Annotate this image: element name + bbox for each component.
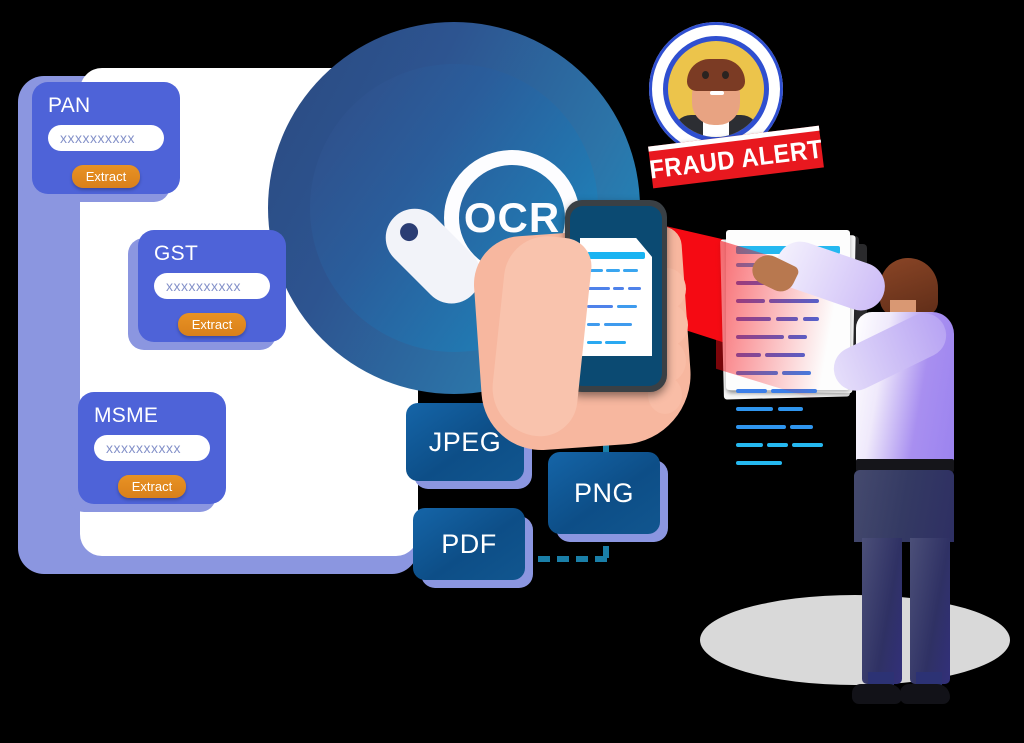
connector-dashed-right-bottom (603, 528, 609, 558)
person-trousers (854, 470, 954, 542)
person-shoe (900, 684, 950, 704)
card-action-row: Extract (48, 165, 164, 188)
msme-input[interactable]: xxxxxxxxxx (94, 435, 210, 461)
avatar-eye (702, 71, 709, 79)
card-label-gst: GST (154, 242, 199, 265)
card-body: MSME xxxxxxxxxx Extract (78, 392, 226, 504)
file-format-badge-pdf[interactable]: PDF (413, 508, 533, 588)
floor-shadow (700, 595, 1010, 685)
person-leg (862, 538, 902, 684)
extract-button-msme[interactable]: Extract (117, 475, 187, 498)
document-card-gst[interactable]: GST xxxxxxxxxx Extract (128, 230, 286, 350)
avatar-hair (687, 59, 745, 91)
pan-input[interactable]: xxxxxxxxxx (48, 125, 164, 151)
extract-button-pan[interactable]: Extract (71, 165, 141, 188)
file-format-badge-png[interactable]: PNG (548, 452, 668, 542)
ocr-label: OCR (463, 194, 561, 241)
avatar-eye (722, 71, 729, 79)
card-action-row: Extract (94, 475, 210, 498)
card-label-msme: MSME (94, 404, 159, 427)
document-text-lines (587, 252, 645, 356)
card-body: PAN xxxxxxxxxx Extract (32, 82, 180, 194)
badge-label-png: PNG (548, 452, 660, 534)
gst-input[interactable]: xxxxxxxxxx (154, 273, 270, 299)
document-card-pan[interactable]: PAN xxxxxxxxxx Extract (22, 82, 180, 202)
card-label-pan: PAN (48, 94, 91, 117)
card-action-row: Extract (154, 313, 270, 336)
person-leg (910, 538, 950, 684)
person-belt (856, 459, 954, 472)
connector-dashed-bottom (519, 556, 607, 562)
scanned-document-preview (580, 238, 652, 356)
badge-label-pdf: PDF (413, 508, 525, 580)
extract-button-gst[interactable]: Extract (177, 313, 247, 336)
document-card-msme[interactable]: MSME xxxxxxxxxx Extract (68, 392, 226, 512)
person-shoe (852, 684, 902, 704)
avatar-ring (663, 36, 769, 142)
avatar-mouth (710, 91, 724, 95)
card-body: GST xxxxxxxxxx Extract (138, 230, 286, 342)
